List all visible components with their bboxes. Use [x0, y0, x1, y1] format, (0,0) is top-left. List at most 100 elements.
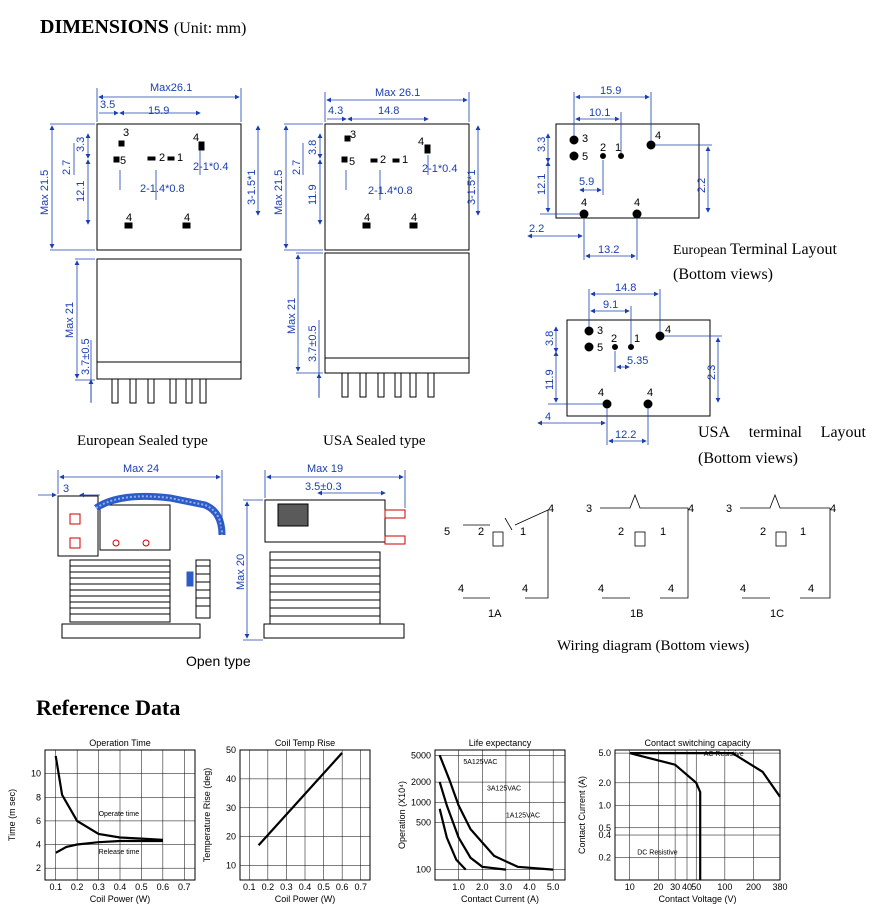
chart-ytick-0: 6: [36, 816, 41, 826]
euro-pin-4b: 4: [126, 212, 132, 224]
usa-dim-14-8: 14.8: [378, 105, 399, 117]
euro-layout-5-9: 5.9: [579, 176, 594, 188]
chart-ytick-2: 100: [416, 865, 431, 875]
usa-dim-11-9: 11.9: [307, 184, 319, 205]
chart-ytick-1: 10: [226, 861, 236, 871]
usa-sealed-caption: USA Sealed type: [323, 433, 426, 449]
euro-pin-4c: 4: [184, 212, 190, 224]
usa-layout-pin-3: 3: [597, 325, 603, 337]
wiring-1a-pin-1: 1: [520, 526, 526, 538]
chart-ytick-2: 5000: [411, 750, 431, 760]
chart-frame-2: [434, 749, 566, 881]
chart-ylabel-0: Time (m sec): [7, 789, 17, 841]
chart-xtick-1: 0.5: [317, 882, 330, 892]
chart-ytick-0: 2: [36, 863, 41, 873]
chart-frame-3: [614, 749, 781, 881]
wiring-label-1c: 1C: [770, 608, 784, 620]
chart-xtick-0: 0.4: [114, 882, 127, 892]
chart-ytick-3: 1.0: [598, 800, 611, 810]
euro-layout-pin-4a: 4: [655, 130, 661, 142]
chart-ytick-0: 4: [36, 840, 41, 850]
chart-ytick-3: 2.0: [598, 778, 611, 788]
chart-ytick-2: 500: [416, 818, 431, 828]
chart-xtick-2: 5.0: [547, 882, 560, 892]
wiring-1c: [740, 493, 831, 599]
chart-ytick-3: 5.0: [598, 748, 611, 758]
euro-pin-3: 3: [123, 127, 129, 139]
chart-ytick-1: 40: [226, 774, 236, 784]
wiring-1a-pin-4b: 4: [458, 583, 464, 595]
wiring-label-1a: 1A: [488, 608, 502, 620]
chart-ytick-1: 30: [226, 803, 236, 813]
chart-xtick-1: 0.2: [262, 882, 275, 892]
chart-xtick-1: 0.6: [336, 882, 349, 892]
usa-pin-2: 2: [380, 154, 386, 166]
wiring-1b-pin-1: 1: [660, 526, 666, 538]
usa-pin-4b: 4: [364, 212, 370, 224]
euro-layout-12-1: 12.1: [536, 174, 548, 195]
chart-xtick-1: 0.3: [280, 882, 293, 892]
usa-pin-3: 3: [350, 129, 356, 141]
euro-side-height: Max 21: [64, 302, 76, 338]
euro-pin-4a: 4: [193, 132, 199, 144]
unit-label: (Unit: mm): [173, 20, 247, 37]
euro-layout-3-3: 3.3: [536, 137, 548, 152]
chart-xlabel-2: Contact Current (A): [461, 894, 539, 904]
chart-xtick-3: 40: [682, 882, 692, 892]
chart-xtick-1: 0.7: [354, 882, 367, 892]
chart-ytick-2: 2000: [411, 777, 431, 787]
chart-xtick-0: 0.7: [178, 882, 191, 892]
chart-0-series-1: [55, 839, 163, 854]
usa-layout-2-3: 2.3: [706, 365, 718, 380]
chart-ytick-2: 1000: [411, 797, 431, 807]
wiring-1b-pin-3: 3: [586, 503, 592, 515]
wiring-1a-pin-5: 5: [444, 526, 450, 538]
chart-title-0: Operation Time: [89, 738, 151, 748]
chart-3-series-0: [629, 752, 781, 798]
wiring-1c-pin-2: 2: [760, 526, 766, 538]
euro-layout-pin-2: 2: [600, 142, 606, 154]
euro-layout-pin-4b: 4: [581, 197, 587, 209]
usa-layout-11-9: 11.9: [544, 369, 556, 390]
chart-title-1: Coil Temp Rise: [275, 738, 335, 748]
wiring-1c-pin-1: 1: [800, 526, 806, 538]
chart-xtick-0: 0.5: [135, 882, 148, 892]
wiring-1c-pin-3: 3: [726, 503, 732, 515]
euro-layout-pin-1: 1: [615, 142, 621, 154]
open-max-20: Max 20: [235, 554, 247, 590]
usa-pin-4a: 4: [418, 136, 424, 148]
chart-xtick-0: 0.6: [157, 882, 170, 892]
usa-max-height: Max 21.5: [273, 170, 285, 215]
chart-3-series-label-0: AC Resistive: [704, 751, 744, 758]
chart-xtick-2: 4.0: [523, 882, 536, 892]
chart-xtick-3: 20: [653, 882, 663, 892]
open-max-19: Max 19: [307, 463, 343, 475]
chart-xtick-3: 30: [670, 882, 680, 892]
chart-xtick-1: 0.1: [243, 882, 256, 892]
usa-side-view: [324, 252, 470, 398]
usa-layout-pin-5: 5: [597, 342, 603, 354]
usa-layout-12-2: 12.2: [615, 429, 636, 441]
chart-2-series-0: [438, 754, 554, 871]
open-type-side: [263, 499, 406, 639]
chart-xtick-3: 100: [717, 882, 732, 892]
euro-layout-13-2: 13.2: [598, 244, 619, 256]
euro-pin-5: 5: [120, 155, 126, 167]
open-dim-3-5: 3.5±0.3: [305, 481, 342, 493]
euro-max-height: Max 21.5: [39, 170, 51, 215]
wiring-1c-pin-4b: 4: [740, 583, 746, 595]
euro-side-view: [96, 258, 242, 404]
chart-xtick-0: 0.1: [49, 882, 62, 892]
chart-xtick-2: 1.0: [452, 882, 465, 892]
euro-dim-12-1: 12.1: [75, 181, 87, 202]
usa-layout-9-1: 9.1: [603, 299, 618, 311]
usa-terminal-layout: [566, 319, 711, 417]
open-type-front: [57, 492, 226, 639]
chart-title-3: Contact switching capacity: [644, 738, 751, 748]
euro-terminal-layout: [555, 123, 700, 219]
chart-3-series-label-1: DC Resistive: [637, 849, 678, 856]
euro-dim-pin-b: 2-1*0.4: [193, 161, 228, 173]
chart-ylabel-3: Contact Current (A): [577, 776, 587, 854]
euro-dim-pin-c: 3-1.5*1: [246, 170, 258, 205]
